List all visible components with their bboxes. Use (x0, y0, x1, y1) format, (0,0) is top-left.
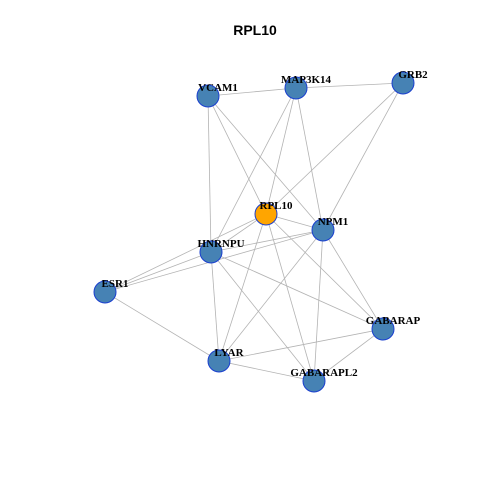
node-gabarap: GABARAP (366, 315, 421, 341)
edge-map3k14-npm1 (295, 87, 324, 231)
node-gabarapl2: GABARAPL2 (290, 367, 358, 393)
node-label-esr1: ESR1 (102, 278, 129, 290)
edge-hnrnpu-esr1 (104, 251, 212, 293)
node-circle-gabarapl2 (302, 369, 326, 393)
edge-npm1-gabarap (322, 229, 384, 330)
node-vcam1: VCAM1 (196, 82, 238, 108)
node-esr1: ESR1 (93, 278, 129, 304)
edge-vcam1-hnrnpu (207, 95, 212, 253)
node-label-grb2: GRB2 (398, 69, 428, 81)
edge-npm1-hnrnpu (210, 229, 324, 253)
node-circle-hnrnpu (199, 240, 223, 264)
edge-map3k14-grb2 (295, 82, 404, 89)
edges-layer (104, 82, 404, 382)
node-label-map3k14: MAP3K14 (281, 74, 332, 86)
edge-gabarap-gabarapl2 (313, 328, 384, 382)
graph-title: RPL10 (233, 22, 277, 38)
edge-vcam1-npm1 (207, 95, 324, 231)
node-label-gabarapl2: GABARAPL2 (290, 367, 358, 379)
edge-rpl10-gabarapl2 (265, 213, 315, 382)
node-lyar: LYAR (207, 347, 245, 373)
edge-map3k14-rpl10 (265, 87, 297, 215)
node-label-lyar: LYAR (214, 347, 244, 359)
edge-rpl10-gabarap (265, 213, 384, 330)
node-label-hnrnpu: HNRNPU (197, 238, 244, 250)
edge-grb2-rpl10 (265, 82, 404, 215)
node-circle-esr1 (93, 280, 117, 304)
edge-lyar-gabarapl2 (218, 360, 315, 382)
node-map3k14: MAP3K14 (281, 74, 332, 100)
node-circle-gabarap (371, 317, 395, 341)
node-circle-lyar (207, 349, 231, 373)
node-circle-rpl10 (254, 202, 278, 226)
node-label-vcam1: VCAM1 (198, 82, 238, 94)
node-circle-grb2 (391, 71, 415, 95)
node-rpl10: RPL10 (254, 200, 294, 226)
edge-vcam1-rpl10 (207, 95, 267, 215)
node-npm1: NPM1 (311, 216, 349, 242)
edge-hnrnpu-lyar (210, 251, 220, 362)
edge-lyar-gabarap (218, 328, 384, 362)
node-label-npm1: NPM1 (318, 216, 349, 228)
edge-npm1-gabarapl2 (313, 229, 324, 382)
edge-npm1-lyar (218, 229, 324, 362)
node-label-gabarap: GABARAP (366, 315, 421, 327)
edge-grb2-npm1 (322, 82, 404, 231)
edge-rpl10-lyar (218, 213, 267, 362)
edge-hnrnpu-gabarap (210, 251, 384, 330)
node-hnrnpu: HNRNPU (197, 238, 245, 264)
node-circle-vcam1 (196, 84, 220, 108)
edge-vcam1-map3k14 (207, 87, 297, 97)
node-grb2: GRB2 (391, 69, 428, 95)
edge-hnrnpu-gabarapl2 (210, 251, 315, 382)
edge-esr1-lyar (104, 291, 220, 362)
node-circle-map3k14 (284, 76, 308, 100)
node-circle-npm1 (311, 218, 335, 242)
edge-map3k14-hnrnpu (210, 87, 297, 253)
edge-rpl10-esr1 (104, 213, 267, 293)
node-label-rpl10: RPL10 (260, 200, 294, 212)
